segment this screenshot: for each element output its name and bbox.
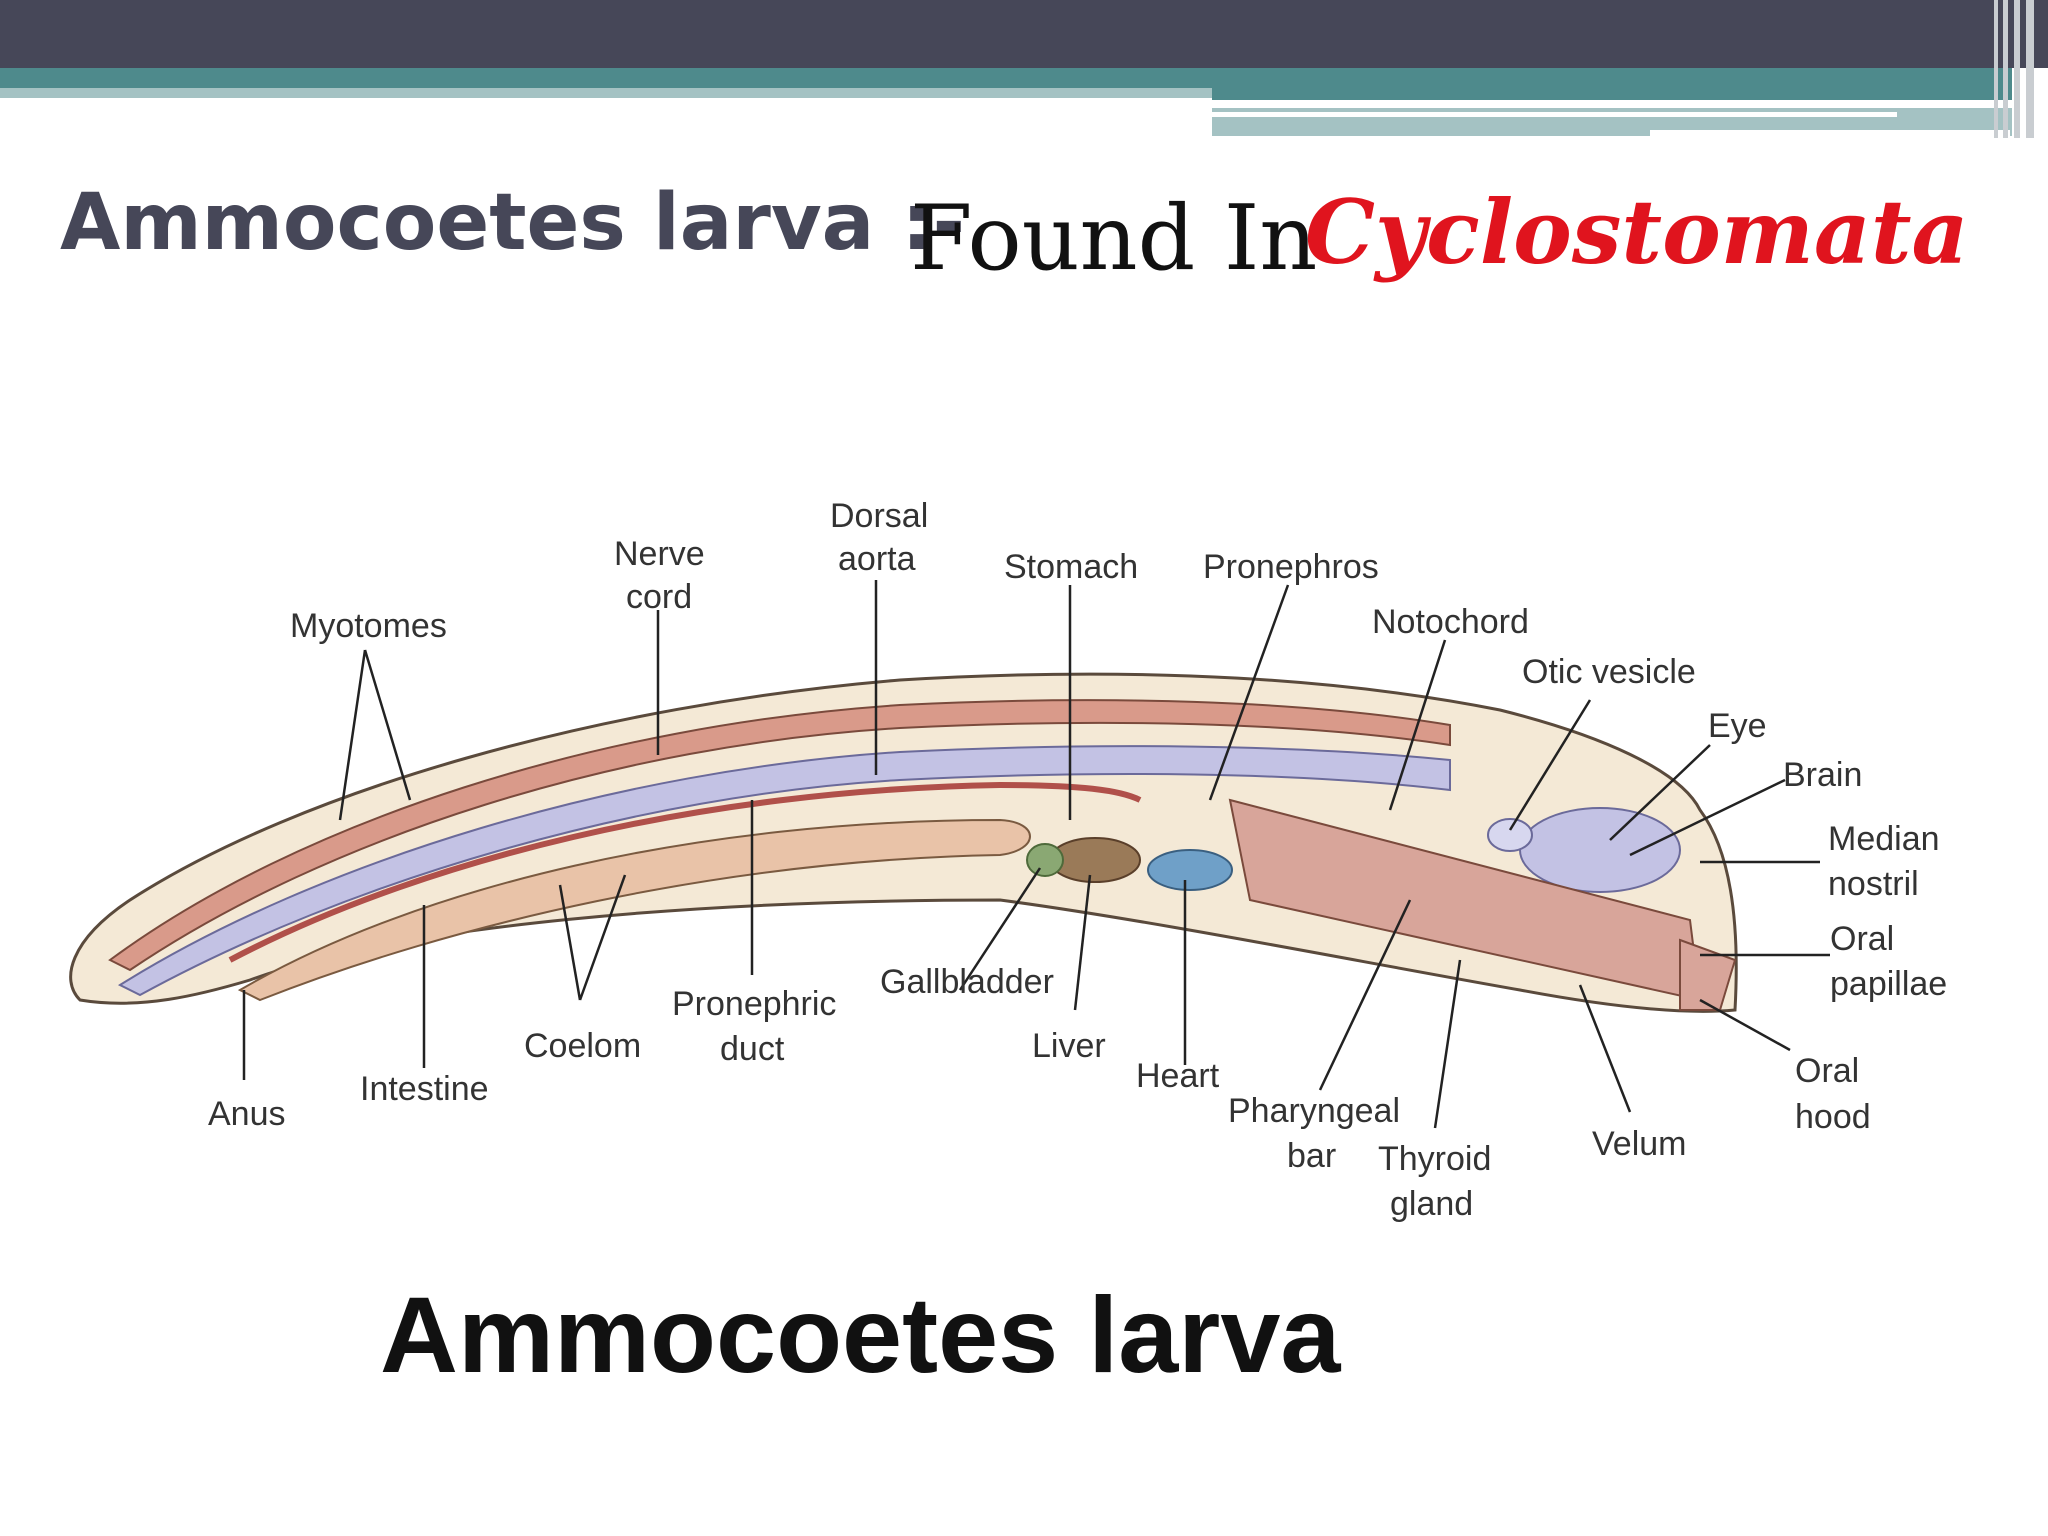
found-in-text: Found In xyxy=(910,186,1318,291)
leader-lines xyxy=(242,580,1830,1129)
label-nerve-cord: cord xyxy=(626,578,692,616)
label-dorsal-aorta: aorta xyxy=(838,540,916,578)
dorsal-aorta-vessel xyxy=(228,781,1142,963)
header-bar-dark xyxy=(0,0,2048,68)
label-notochord: Notochord xyxy=(1372,603,1529,641)
nerve-cord-band xyxy=(117,745,1451,997)
label-median-nostril: nostril xyxy=(1828,865,1919,903)
header-bar-light xyxy=(0,88,1212,98)
label-oral-hood: hood xyxy=(1795,1098,1871,1136)
diagram-caption: Ammocoetes larva xyxy=(380,1274,1341,1395)
edge-stripe xyxy=(2014,0,2020,138)
label-coelom: Coelom xyxy=(524,1027,641,1065)
label-thyroid-gland: Thyroid xyxy=(1378,1140,1491,1178)
brain-shape xyxy=(1519,807,1681,893)
otic-vesicle-shape xyxy=(1487,818,1533,852)
gallbladder-shape xyxy=(1026,843,1064,877)
label-thyroid-gland: gland xyxy=(1390,1185,1473,1223)
label-oral-papillae: papillae xyxy=(1830,965,1947,1003)
edge-stripe xyxy=(2026,0,2034,138)
edge-stripe xyxy=(2003,0,2008,138)
label-pharyngeal-bar: Pharyngeal xyxy=(1228,1092,1400,1130)
label-otic-vesicle: Otic vesicle xyxy=(1522,653,1696,691)
label-stomach: Stomach xyxy=(1004,548,1138,586)
header-bar-right-gap xyxy=(1212,100,2012,108)
header-bar-right-stripe-2 xyxy=(1650,130,2010,136)
label-velum: Velum xyxy=(1592,1125,1687,1163)
label-brain: Brain xyxy=(1783,756,1862,794)
label-median-nostril: Median xyxy=(1828,820,1940,858)
label-pronephric-duct: Pronephric xyxy=(672,985,836,1023)
intestine-tube xyxy=(237,818,1031,1002)
edge-stripe xyxy=(1994,0,1998,138)
group-name: Cyclostomata xyxy=(1305,180,1969,284)
label-myotomes: Myotomes xyxy=(290,607,447,645)
label-nerve-cord: Nerve xyxy=(614,535,705,573)
label-pharyngeal-bar: bar xyxy=(1287,1137,1336,1175)
header-bar-teal xyxy=(0,68,1212,88)
label-heart: Heart xyxy=(1136,1057,1220,1095)
slide-title: Ammocoetes larva :- xyxy=(60,178,966,268)
label-pronephric-duct: duct xyxy=(720,1030,785,1068)
label-anus: Anus xyxy=(208,1095,286,1133)
label-pronephros: Pronephros xyxy=(1203,548,1379,586)
label-intestine: Intestine xyxy=(360,1070,489,1108)
label-liver: Liver xyxy=(1032,1027,1106,1065)
label-oral-papillae: Oral xyxy=(1830,920,1894,958)
heart-shape xyxy=(1147,849,1233,891)
label-eye: Eye xyxy=(1708,707,1767,745)
header-bar-right-teal xyxy=(1212,68,2012,100)
header-bar-right-stripe xyxy=(1212,112,1897,117)
label-oral-hood: Oral xyxy=(1795,1052,1859,1090)
myotome-band xyxy=(108,699,1451,972)
label-dorsal-aorta: Dorsal xyxy=(830,497,928,535)
label-gallbladder: Gallbladder xyxy=(880,963,1054,1001)
